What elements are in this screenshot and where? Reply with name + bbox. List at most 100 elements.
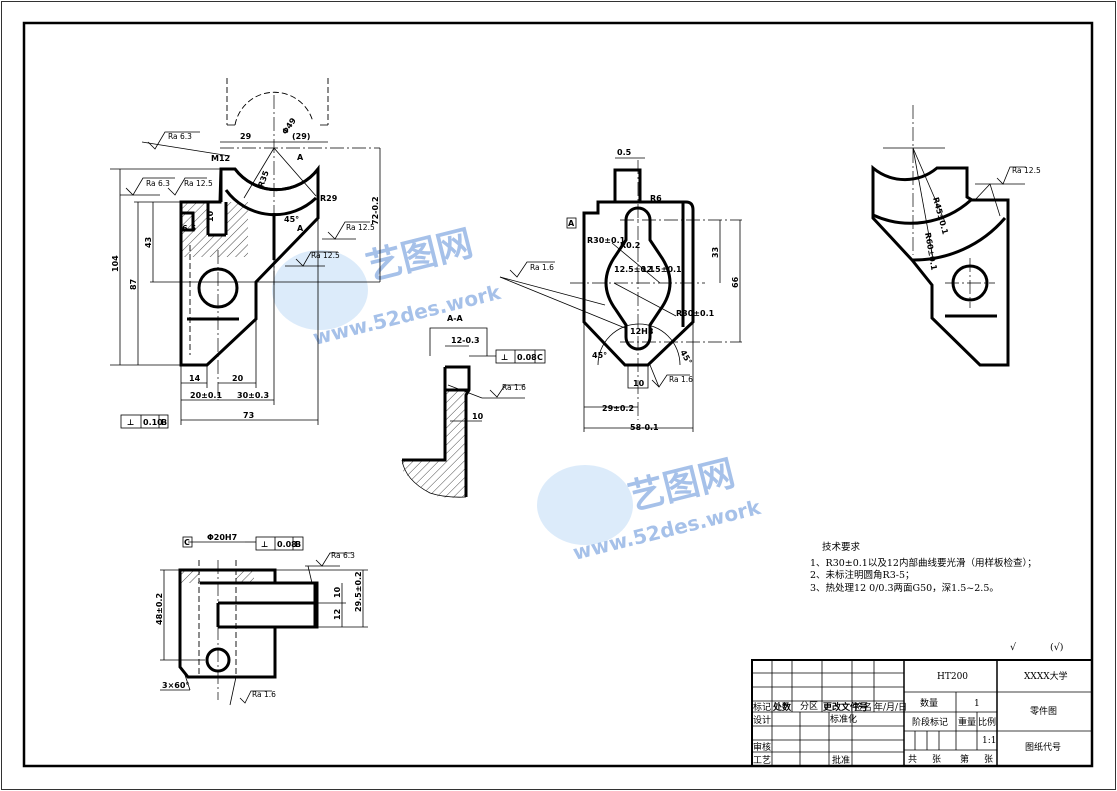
annotation-text: ⊥ — [127, 418, 134, 427]
annotation-text: Ra 1.6 — [502, 383, 526, 392]
annotation-text: Ra 12.5 — [1012, 166, 1041, 175]
annotation-text: 图纸代号 — [1025, 741, 1061, 753]
annotation-text: 1 — [974, 699, 980, 709]
annotation-text: 45° — [592, 351, 607, 360]
annotation-text: 共 — [908, 754, 917, 765]
annotation-text: 比例 — [978, 716, 996, 728]
annotation-text: Ra 6.3 — [146, 179, 170, 188]
annotation-text: 3×60° — [162, 681, 189, 690]
title-block: HT200 XXXX大学 零件图 图纸代号 数量 1 阶段标记 重量 比例 1:… — [751, 659, 1093, 767]
annotation-text: R6 — [650, 194, 662, 203]
annotation-text: B — [295, 540, 301, 549]
annotation-text: 43 — [144, 237, 153, 248]
roughness-symbol: Ra 6.3 — [141, 131, 231, 157]
annotation-text: R30±0.1 — [676, 309, 715, 318]
annotation-text: 73 — [243, 411, 254, 420]
annotation-text: 艺图网 — [362, 223, 477, 289]
annotation-text: 1、R30±0.1以及12内部曲线要光滑（用样板检查）； — [810, 557, 1037, 569]
annotation-text: 45° — [284, 215, 299, 224]
annotation-text: 标记 — [753, 701, 771, 713]
annotation-text: 重量 — [958, 716, 976, 728]
annotation-text: C — [537, 353, 543, 362]
annotation-text: R60±0.1 — [923, 232, 939, 272]
annotation-text: 更改文件号 — [823, 701, 868, 713]
annotation-text: 12-0.3 — [451, 336, 480, 345]
annotation-text: Ra 12.5 — [311, 251, 340, 260]
annotation-text: A-A — [447, 314, 464, 323]
section-view-a-a: A-A 12-0.3 10 Ra 1.6 ⊥ 0.08 C — [401, 314, 546, 498]
annotation-text: 3、热处理12 0/0.3两面G50，深1.5~2.5。 — [810, 582, 999, 594]
annotation-text: 2、未标注明圆角R3-5； — [810, 569, 915, 581]
roughness-symbol: Ra 6.3 — [120, 177, 175, 196]
annotation-text: 审核 — [753, 741, 771, 753]
annotation-text: 设计 — [753, 714, 771, 726]
roughness-symbol: Ra 1.6 — [489, 383, 526, 398]
annotation-text: C — [184, 538, 190, 547]
annotation-text: 45° — [678, 349, 693, 367]
annotation-text: 58-0.1 — [630, 423, 659, 432]
annotation-text: 12 — [333, 609, 342, 620]
annotation-text: 10 — [633, 379, 645, 388]
annotation-text: 10 — [472, 412, 484, 421]
annotation-text: 0.5 — [617, 148, 632, 157]
annotation-text: 12.5±0.1 — [614, 265, 655, 274]
annotation-text: 0.08 — [517, 353, 537, 362]
roughness-symbol: Ra 12.5 — [974, 166, 1041, 217]
annotation-text: 66 — [731, 276, 740, 288]
annotation-text: 30±0.3 — [237, 391, 269, 400]
bottom-view: Φ20H7 48±0.2 10 12 29.5±0.2 3×60° C ⊥ 0.… — [155, 533, 368, 706]
roughness-symbol: Ra 6.3 — [305, 551, 355, 584]
watermark: 艺图网 www.52des.work 艺图网 www.52des.work — [272, 223, 764, 565]
annotation-text: 33 — [711, 247, 720, 258]
tolerance-frame: ⊥ 0.10 B — [120, 414, 169, 429]
annotation-text: 标准化 — [830, 713, 857, 725]
annotation-text: 张 — [932, 754, 941, 765]
annotation-text: A — [297, 224, 304, 233]
annotation-text: 签名 — [854, 701, 872, 713]
annotation-text: Ra 6.3 — [168, 132, 192, 141]
annotation-text: 29 — [240, 132, 252, 141]
annotation-text: ⊥ — [501, 353, 508, 362]
annotation-text: 1:1 — [982, 736, 996, 746]
technical-requirements: 技术要求 1、R30±0.1以及12内部曲线要光滑（用样板检查）； 2、未标注明… — [810, 541, 1037, 594]
annotation-text: 29.5±0.2 — [354, 571, 363, 612]
annotation-text: (29) — [292, 132, 310, 141]
annotation-text: 104 — [111, 255, 120, 272]
annotation-text: 分区 — [800, 701, 818, 712]
annotation-text: 处数 — [772, 701, 792, 713]
side-view: 0.5 R6 R30±0.1 R0.2 12.5±0.1 12.5±0.1 R3… — [499, 148, 742, 432]
front-view: 29 (29) Φ49 M12 R35 R29 45° A A 104 87 4… — [110, 78, 381, 429]
annotation-text: R0.2 — [620, 241, 640, 250]
annotation-text: 10 — [333, 586, 342, 598]
annotation-text: 14 — [189, 374, 201, 383]
annotation-text: R30±0.1 — [587, 236, 626, 245]
annotation-text: 20 — [232, 374, 244, 383]
annotation-text: R35 — [256, 169, 271, 189]
annotation-text: 技术要求 — [822, 541, 861, 553]
annotation-text: 阶段标记 — [912, 716, 948, 728]
annotation-text: 张 — [984, 754, 993, 765]
annotation-text: 年/月/日 — [874, 701, 907, 713]
annotation-text: 0.08 — [277, 540, 297, 549]
annotation-text: Ra 1.6 — [669, 375, 693, 384]
annotation-text: Ra 6.3 — [331, 551, 355, 560]
annotation-text: Ra 1.6 — [530, 263, 554, 272]
annotation-text: Ra 1.6 — [252, 690, 276, 699]
annotation-text: 工艺 — [753, 755, 771, 766]
drawing-border — [22, 21, 1094, 768]
default-roughness-note: √ (√) — [1010, 642, 1063, 653]
annotation-text: 20±0.1 — [190, 391, 222, 400]
tolerance-frame: ⊥ 0.08 C — [495, 349, 546, 364]
annotation-text: 12.5±0.1 — [641, 265, 682, 274]
annotation-text: Φ20H7 — [207, 533, 237, 542]
annotation-text: 数量 — [920, 697, 938, 709]
annotation-text: Ra 12.5 — [184, 179, 213, 188]
right-view: R45±0.1 R60±0.1 Ra 12.5 — [871, 105, 1041, 367]
annotation-text: B — [161, 418, 167, 427]
annotation-text: 0.10 — [143, 418, 163, 427]
annotation-text: 零件图 — [1030, 705, 1057, 717]
annotation-text: 29±0.2 — [602, 404, 634, 413]
annotation-text: R29 — [320, 194, 338, 203]
